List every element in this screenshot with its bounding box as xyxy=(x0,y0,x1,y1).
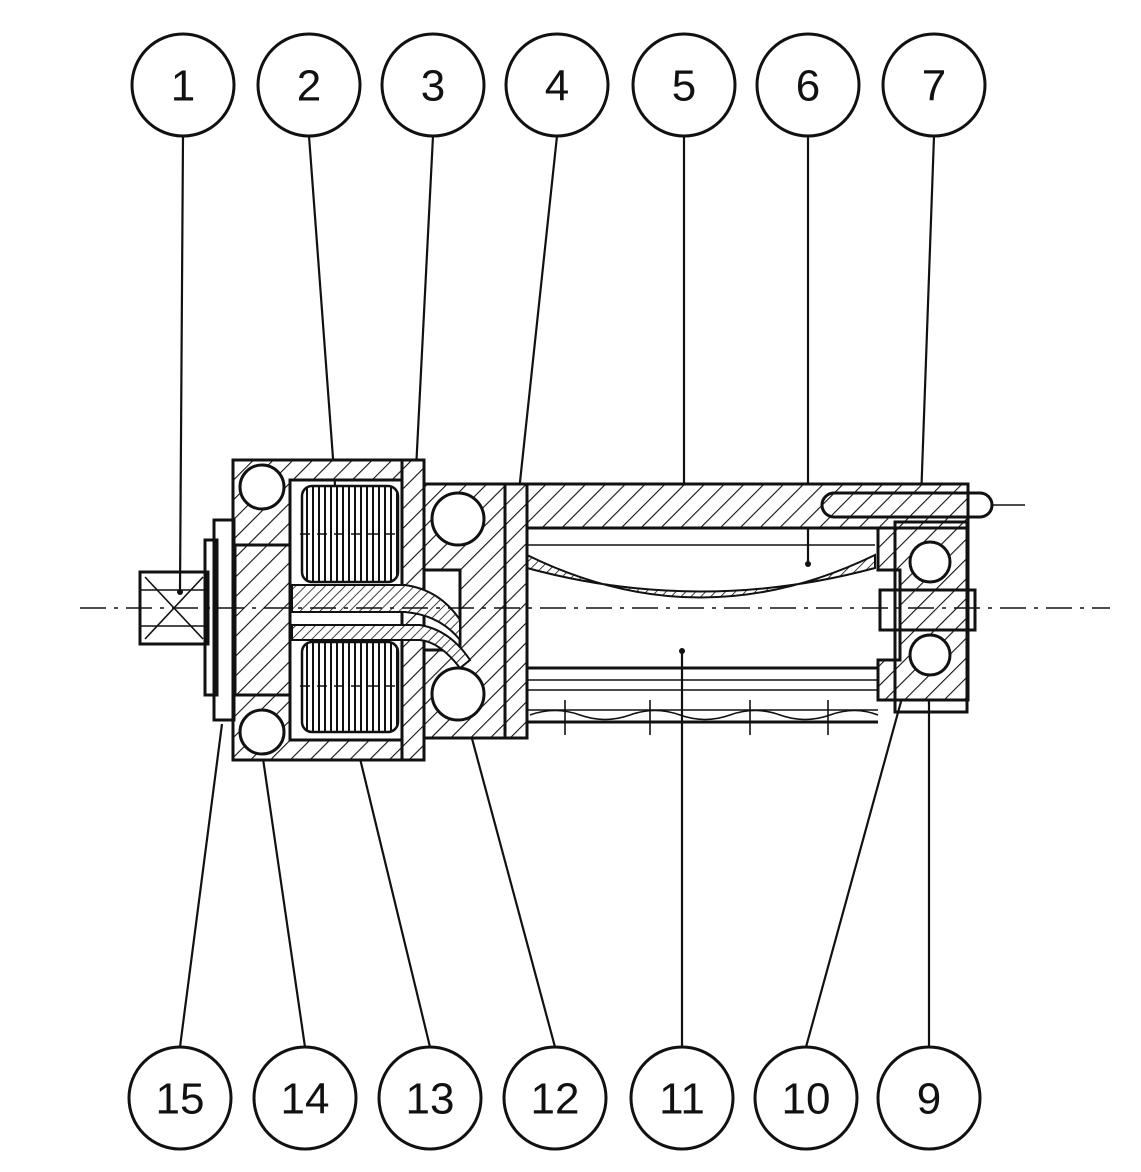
flange-plate xyxy=(212,518,236,722)
callout-12: 12 xyxy=(502,1045,608,1151)
machine-cross-section xyxy=(80,458,1110,762)
leader-4 xyxy=(515,135,559,511)
leader-lines xyxy=(177,135,936,1048)
callout-9: 9 xyxy=(876,1045,982,1151)
callout-3: 3 xyxy=(380,32,486,138)
leader-10 xyxy=(804,697,904,1048)
callout-5: 5 xyxy=(631,32,737,138)
end-bearing-block xyxy=(893,520,969,714)
callout-3-label: 3 xyxy=(421,62,445,111)
callout-15-label: 15 xyxy=(156,1075,205,1124)
callout-6: 6 xyxy=(755,32,861,138)
leader-13 xyxy=(354,741,432,1048)
input-bearing-lower xyxy=(238,708,286,756)
callout-1-label: 1 xyxy=(171,62,195,111)
end-bearing-lower xyxy=(908,633,952,677)
callout-2: 2 xyxy=(256,32,362,138)
leader-3 xyxy=(414,135,435,471)
partition-plate xyxy=(503,482,529,740)
sun-shaft-upper xyxy=(291,584,461,643)
callout-15: 15 xyxy=(127,1045,233,1151)
callout-11: 11 xyxy=(629,1045,735,1151)
callout-11-label: 11 xyxy=(659,1075,705,1124)
callout-14: 14 xyxy=(252,1045,358,1151)
callout-13-label: 13 xyxy=(406,1075,455,1124)
end-bearing-upper xyxy=(908,540,952,584)
leader-1 xyxy=(178,135,185,591)
callout-10: 10 xyxy=(753,1045,859,1151)
sun-shaft-lower xyxy=(291,624,472,670)
leader-15 xyxy=(178,723,224,1048)
leader-14 xyxy=(258,737,307,1048)
seal-ring xyxy=(203,538,219,697)
callout-13: 13 xyxy=(377,1045,483,1151)
callout-5-label: 5 xyxy=(672,62,696,111)
callout-1: 1 xyxy=(130,32,236,138)
leader-7 xyxy=(919,135,936,501)
callout-12-label: 12 xyxy=(531,1075,580,1124)
callout-4: 4 xyxy=(504,32,610,138)
bearing-ball-upper xyxy=(430,491,486,547)
callout-2-label: 2 xyxy=(297,62,321,111)
leader-2 xyxy=(307,135,339,513)
end-shaft xyxy=(878,588,977,632)
leader-12 xyxy=(458,693,557,1048)
liner xyxy=(526,553,876,599)
callout-4-label: 4 xyxy=(545,62,569,111)
callout-6-label: 6 xyxy=(796,62,820,111)
gear-upper xyxy=(300,484,400,584)
callout-7: 7 xyxy=(881,32,987,138)
input-bearing-upper xyxy=(238,463,286,511)
callout-10-label: 10 xyxy=(782,1075,831,1124)
callout-9-label: 9 xyxy=(917,1075,941,1124)
callout-14-label: 14 xyxy=(281,1075,330,1124)
bearing-ball-lower xyxy=(430,666,486,722)
callout-7-label: 7 xyxy=(922,62,946,111)
gear-lower xyxy=(300,640,400,734)
